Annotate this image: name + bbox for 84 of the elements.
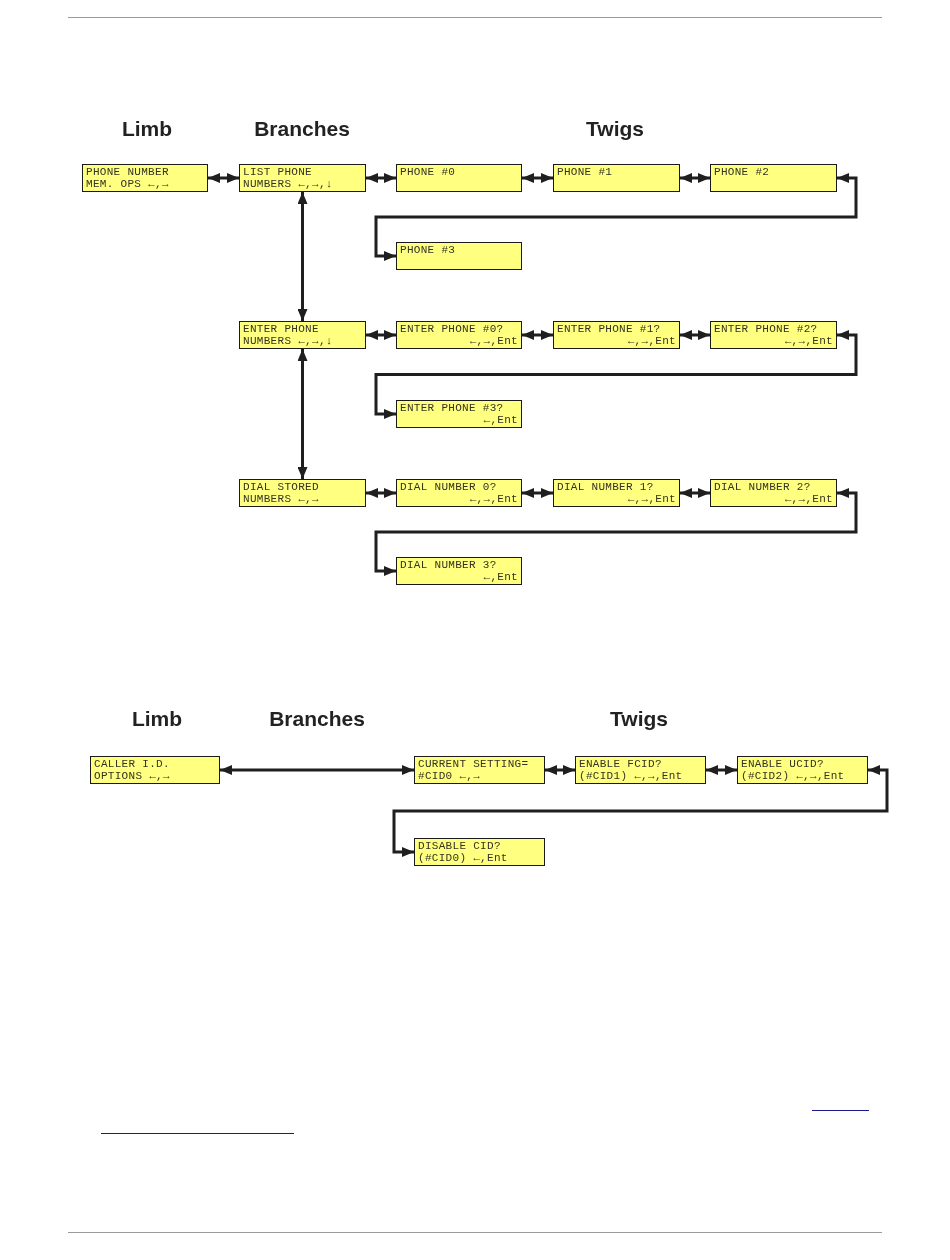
lcd-menu-screen xyxy=(414,838,545,866)
double-arrow xyxy=(374,488,858,576)
lcd-menu-screen xyxy=(239,321,366,349)
lcd-text: ENABLE UCID? xyxy=(741,758,824,770)
column-heading: Twigs xyxy=(610,707,668,731)
lcd-menu-screen xyxy=(414,756,545,784)
lcd-text: PHONE #2 xyxy=(714,166,770,178)
lcd-menu-screen xyxy=(396,479,522,507)
lcd-menu-screen xyxy=(239,164,366,192)
lcd-text: ENTER PHONE #0? xyxy=(400,323,504,335)
lcd-text: (#CID1) ←,→,Ent xyxy=(579,770,683,782)
double-arrow xyxy=(366,330,396,340)
lcd-text: OPTIONS ←,→ xyxy=(94,770,170,782)
lcd-text: ←,→,Ent xyxy=(627,493,676,505)
lcd-text: DIAL NUMBER 3? xyxy=(400,559,497,571)
double-arrow xyxy=(680,330,710,340)
lcd-text: PHONE #3 xyxy=(400,244,456,256)
lcd-text: ENTER PHONE #3? xyxy=(400,402,504,414)
lcd-menu-screen xyxy=(396,164,522,192)
lcd-text: CURRENT SETTING= xyxy=(418,758,529,770)
lcd-text: ←,→,Ent xyxy=(469,335,518,347)
lcd-text: ←,→,Ent xyxy=(469,493,518,505)
lcd-menu-screen xyxy=(396,321,522,349)
double-arrow xyxy=(680,488,710,498)
lcd-text: DIAL NUMBER 2? xyxy=(714,481,811,493)
lcd-text: PHONE NUMBER xyxy=(86,166,169,178)
lcd-text: #CID0 ←,→ xyxy=(418,770,481,782)
double-arrow xyxy=(366,488,396,498)
lcd-menu-screen xyxy=(82,164,208,192)
column-heading: Limb xyxy=(121,117,173,141)
lcd-text: MEM. OPS ←,→ xyxy=(86,178,169,190)
lcd-menu-screen xyxy=(239,479,366,507)
lcd-text: ENTER PHONE xyxy=(243,323,319,335)
double-arrow xyxy=(208,173,239,183)
lcd-text: ←,Ent xyxy=(483,571,518,583)
lcd-menu-screen xyxy=(396,557,522,585)
lcd-text: DIAL NUMBER 1? xyxy=(557,481,654,493)
double-arrow xyxy=(522,330,553,340)
lcd-text: ←,→,Ent xyxy=(627,335,676,347)
lcd-menu-screen xyxy=(575,756,706,784)
lcd-text: DIAL STORED xyxy=(243,481,319,493)
lcd-text: LIST PHONE xyxy=(243,166,312,178)
double-arrow xyxy=(545,765,575,775)
lcd-text: NUMBERS ←,→,↓ xyxy=(243,178,333,190)
lcd-text: ←,→,Ent xyxy=(784,493,833,505)
double-arrow xyxy=(220,765,414,775)
lcd-text: ←,→,Ent xyxy=(784,335,833,347)
lcd-text: ENABLE FCID? xyxy=(579,758,662,770)
lcd-menu-screen xyxy=(90,756,220,784)
double-arrow xyxy=(374,173,858,261)
double-arrow xyxy=(366,173,396,183)
lcd-menu-screen xyxy=(710,164,837,192)
double-arrow xyxy=(297,192,308,321)
column-heading: Branches xyxy=(254,117,350,141)
double-arrow xyxy=(706,765,737,775)
double-arrow xyxy=(374,330,858,419)
lcd-text: CALLER I.D. xyxy=(94,758,170,770)
column-heading: Twigs xyxy=(586,117,644,141)
double-arrow xyxy=(297,349,308,479)
lcd-text: DIAL NUMBER 0? xyxy=(400,481,497,493)
lcd-menu-screen xyxy=(396,242,522,270)
lcd-text: ENTER PHONE #2? xyxy=(714,323,818,335)
lcd-menu-screen xyxy=(553,164,680,192)
lcd-text: PHONE #1 xyxy=(557,166,613,178)
double-arrow xyxy=(392,765,889,857)
lcd-menu-screen xyxy=(737,756,868,784)
lcd-menu-screen xyxy=(553,479,680,507)
column-heading: Branches xyxy=(269,707,365,731)
lcd-text: PHONE #0 xyxy=(400,166,456,178)
lcd-text: DISABLE CID? xyxy=(418,840,501,852)
double-arrow xyxy=(522,488,553,498)
lcd-text: (#CID2) ←,→,Ent xyxy=(741,770,845,782)
lcd-text: ←,Ent xyxy=(483,414,518,426)
lcd-menu-screen xyxy=(710,321,837,349)
lcd-text: ENTER PHONE #1? xyxy=(557,323,661,335)
double-arrow xyxy=(522,173,553,183)
lcd-text: NUMBERS ←,→ xyxy=(243,493,319,505)
double-arrow xyxy=(680,173,710,183)
column-heading: Limb xyxy=(131,707,183,731)
lcd-text: NUMBERS ←,→,↓ xyxy=(243,335,333,347)
lcd-menu-screen xyxy=(396,400,522,428)
lcd-text: (#CID0) ←,Ent xyxy=(418,852,508,864)
lcd-menu-screen xyxy=(710,479,837,507)
lcd-menu-screen xyxy=(553,321,680,349)
